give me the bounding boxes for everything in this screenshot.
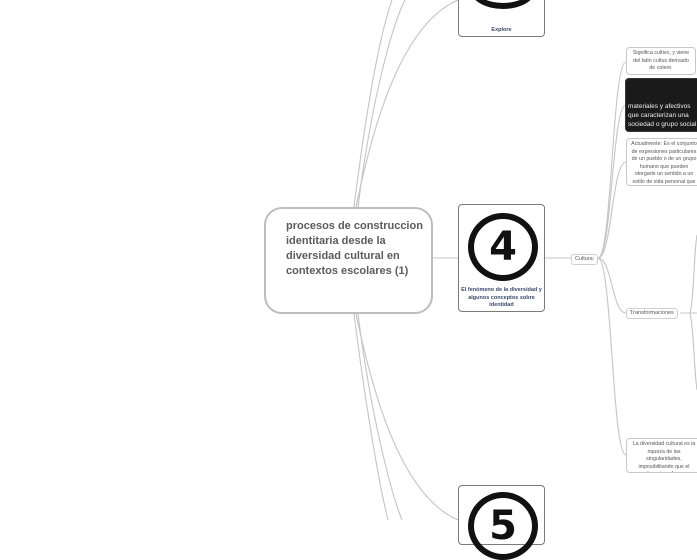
card-explore[interactable]: Explore — [458, 0, 545, 37]
number-5-icon: 5 — [468, 492, 538, 560]
leaf-significa[interactable]: Significa cultivo, y viene del latín cul… — [626, 47, 696, 75]
card-5-number: 5 — [489, 503, 517, 549]
card-4-caption: El fenómeno de la diversidad y algunos c… — [461, 287, 542, 308]
card-4-number: 4 — [489, 224, 517, 270]
leaf-dark[interactable]: materiales y afectivos que caracterizan … — [625, 78, 697, 132]
branch-cultura[interactable]: Cultura: — [571, 254, 599, 265]
card-5[interactable]: 5 — [458, 485, 545, 560]
number-4-icon: 4 — [468, 213, 538, 281]
card-explore-caption: Explore — [491, 27, 512, 33]
explore-icon — [470, 0, 536, 9]
leaf-actualmente[interactable]: Actualmente: Es el conjunto de expresion… — [626, 138, 697, 186]
link-explore — [355, 0, 459, 208]
card-4[interactable]: 4 El fenómeno de la diversidad y algunos… — [458, 204, 545, 312]
central-topic-title: procesos de construccion identitaria des… — [286, 220, 423, 277]
central-topic[interactable]: procesos de construccion identitaria des… — [264, 207, 433, 314]
branch-transformaciones[interactable]: Transformaciones — [626, 308, 678, 319]
link-card-5 — [355, 313, 459, 520]
connector-lines — [353, 0, 697, 520]
leaf-diversidad[interactable]: La diversidad cultural es la riqueza de … — [626, 438, 697, 473]
link-leaves — [597, 61, 627, 259]
